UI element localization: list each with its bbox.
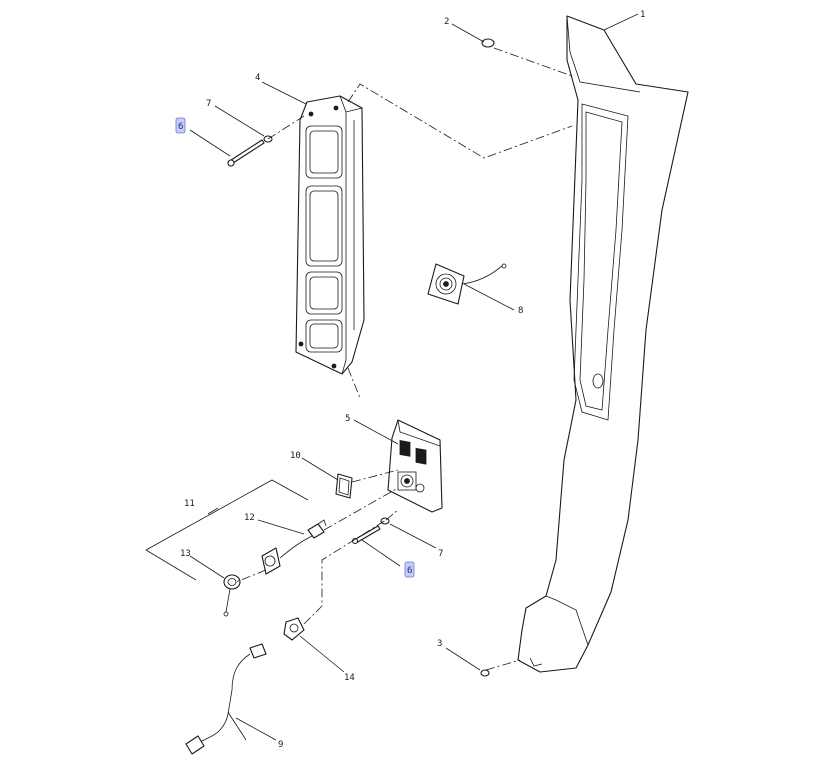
upper-panel-part xyxy=(295,95,365,375)
callout-13: 13 xyxy=(180,549,191,559)
socket-harness-part xyxy=(261,519,327,575)
callout-4: 4 xyxy=(255,73,260,83)
bezel-part xyxy=(335,473,353,499)
callout-10: 10 xyxy=(290,451,301,461)
switch-panel-part xyxy=(387,419,443,513)
plug-part xyxy=(223,574,241,617)
callout-8: 8 xyxy=(518,306,523,316)
callout-6-lower[interactable]: 6 xyxy=(407,566,412,576)
speaker-part xyxy=(427,263,507,305)
callout-12: 12 xyxy=(244,513,255,523)
callout-6-upper[interactable]: 6 xyxy=(178,122,183,132)
leader-lines xyxy=(189,13,639,741)
grommet-part xyxy=(481,38,495,48)
callout-3: 3 xyxy=(437,639,442,649)
callout-6-upper-highlight[interactable] xyxy=(175,117,186,134)
callout-5: 5 xyxy=(345,414,350,424)
cable-harness-part xyxy=(185,643,267,755)
callout-6-lower-highlight[interactable] xyxy=(404,561,415,578)
callout-11: 11 xyxy=(184,499,195,509)
callout-1: 1 xyxy=(640,10,645,20)
callout-2: 2 xyxy=(444,17,449,27)
callout-14: 14 xyxy=(344,673,355,683)
knob-part xyxy=(283,617,305,641)
screw-part xyxy=(480,669,490,677)
screw-lower-part xyxy=(351,525,381,545)
callout-7-upper: 7 xyxy=(206,99,211,109)
pillar-trim-part xyxy=(517,15,689,673)
assembly-lines xyxy=(235,47,573,671)
callout-labels: 1 2 3 4 5 6 6 7 7 8 9 10 11 12 13 14 xyxy=(178,10,645,750)
item-11-bracket xyxy=(145,479,309,581)
callout-7-lower: 7 xyxy=(438,549,443,559)
screw-upper-part xyxy=(227,139,265,167)
callout-9: 9 xyxy=(278,740,283,750)
